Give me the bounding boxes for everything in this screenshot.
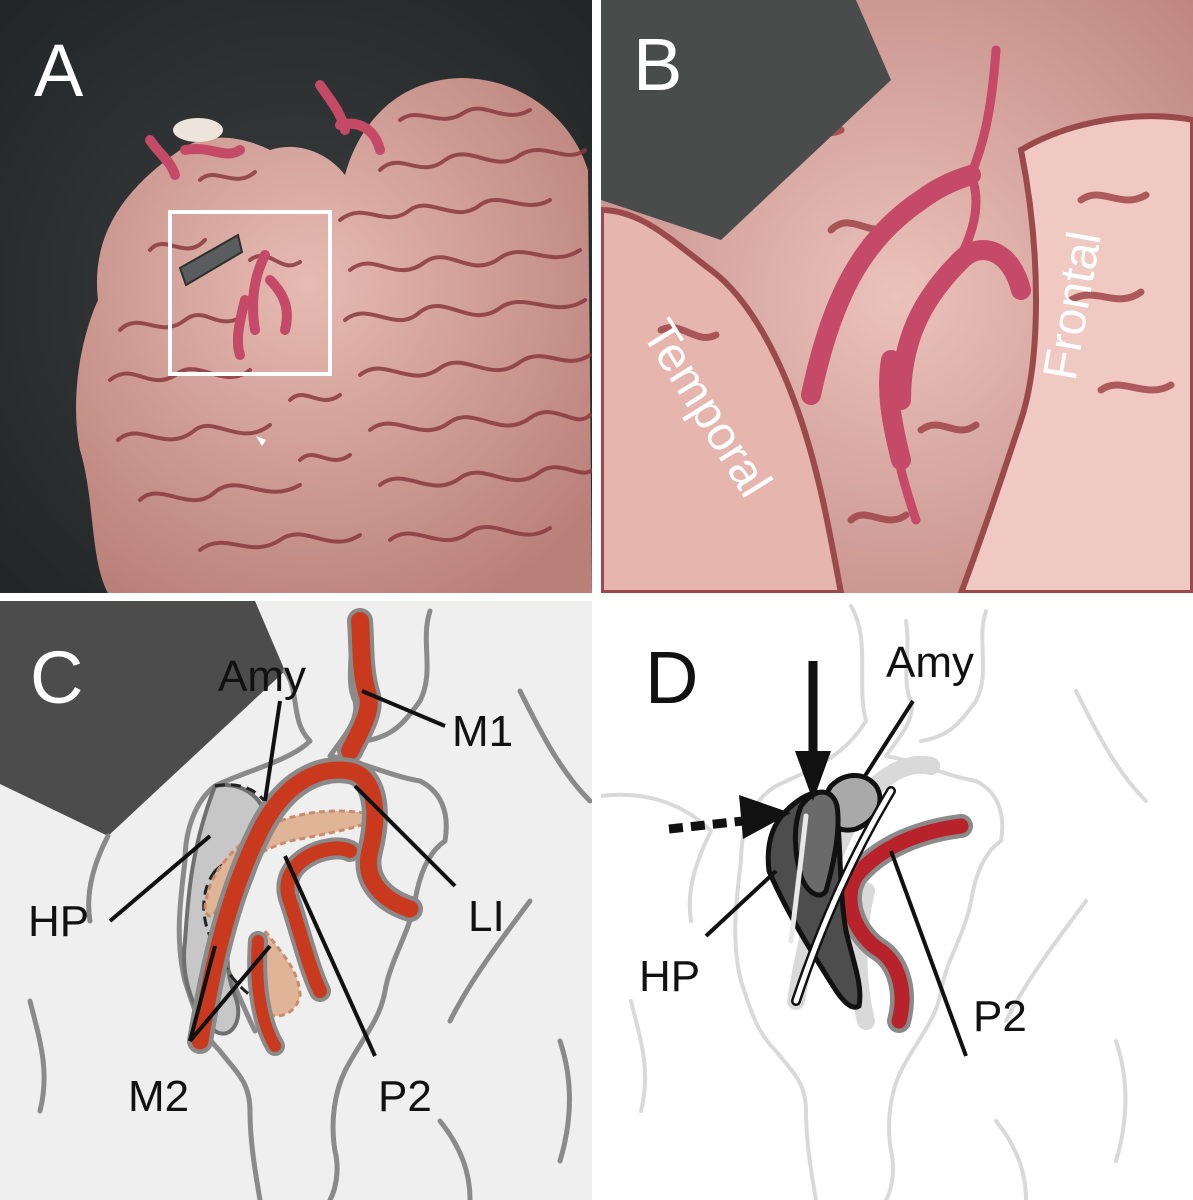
crossing-vessel-inner (793, 788, 894, 1004)
sulci-pattern (108, 106, 592, 552)
retractor (178, 233, 244, 287)
zoomed-surgical-view: Temporal Frontal (601, 0, 1193, 593)
arteries (187, 608, 423, 1056)
zoom-box (168, 210, 332, 376)
label-amy: Amy (886, 638, 974, 687)
label-hp: HP (639, 952, 700, 1001)
arrow-solid (795, 661, 831, 801)
gyri-outlines (601, 604, 1148, 1200)
panel-b: Temporal Frontal B (601, 0, 1193, 593)
label-amy: Amy (218, 652, 306, 701)
brain-3d-render (0, 0, 592, 593)
panel-a: A (0, 0, 592, 593)
label-m1: M1 (452, 707, 513, 756)
brain-surface (76, 78, 592, 593)
background (601, 601, 1193, 1200)
leader-lines (704, 699, 968, 1057)
arrow-dashed (668, 795, 791, 839)
frontal-lobe (957, 113, 1193, 593)
label-li: LI (468, 892, 505, 941)
label-m2: M2 (128, 1072, 189, 1121)
p2-artery-fill (842, 818, 969, 1029)
retractor (0, 601, 285, 836)
retractor (601, 0, 891, 240)
panel-label-c: C (30, 636, 84, 719)
crossing-vessel-2 (788, 813, 809, 944)
panel-c: Amy M1 HP LI M2 P2 C (0, 601, 592, 1200)
schematic-diagram: Amy HP P2 (601, 601, 1193, 1200)
vessels (145, 80, 385, 360)
panel-label-b: B (633, 23, 683, 106)
small-arteries (896, 45, 1001, 525)
label-hp: HP (28, 897, 89, 946)
leader-lines (108, 689, 457, 1057)
schematic-diagram: Amy M1 HP LI M2 P2 (0, 601, 592, 1200)
label-p2: P2 (378, 1072, 432, 1121)
temporal-lobe (601, 206, 845, 593)
panel-label-a: A (34, 29, 84, 112)
panel-label-d: D (645, 636, 699, 719)
optic-nerve (173, 118, 223, 142)
label-p2: P2 (973, 992, 1027, 1041)
cursor-icon (256, 436, 266, 446)
panel-d: Amy HP P2 D (601, 601, 1193, 1200)
